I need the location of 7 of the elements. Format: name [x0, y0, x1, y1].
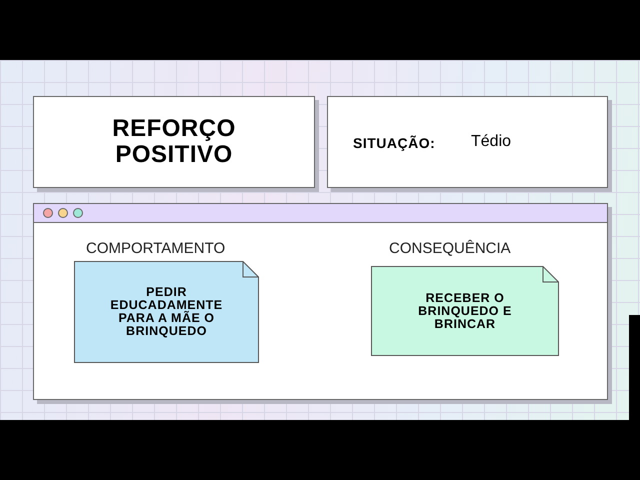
field-value: Tédio: [471, 133, 512, 151]
note-card: RECEBER O BRINQUEDO E BRINCAR: [371, 266, 559, 356]
column-heading: CONSEQUÊNCIA: [389, 240, 511, 257]
title-text: REFORÇO POSITIVO: [111, 116, 237, 168]
note-card: PEDIR EDUCADAMENTE PARA A MÃE O BRINQUEDO: [74, 261, 259, 363]
column-heading: COMPORTAMENTO: [86, 240, 226, 257]
field-label: SITUAÇÃO:: [353, 135, 436, 151]
